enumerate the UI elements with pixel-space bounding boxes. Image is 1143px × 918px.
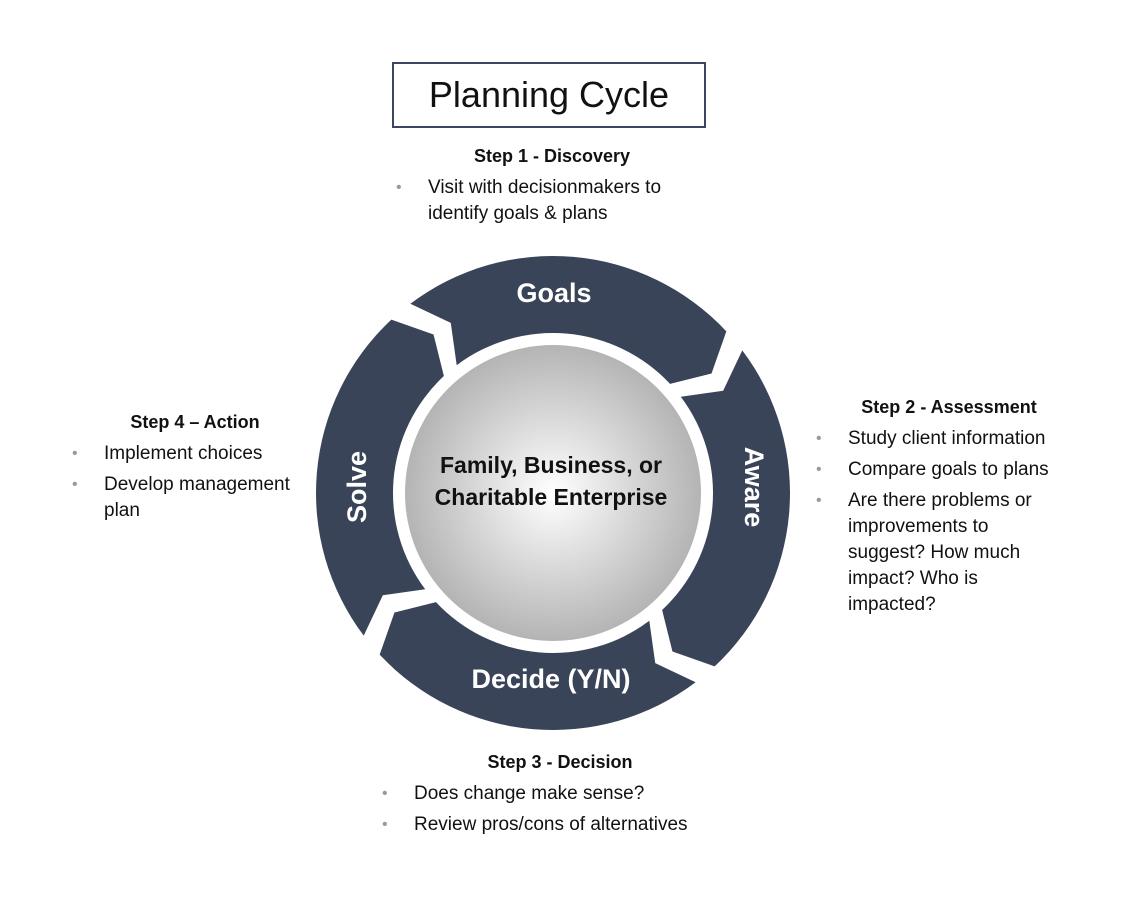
segment-solve [316,319,444,636]
step-bullets: Visit with decisionmakers to identify go… [392,175,712,227]
step-bullets: Does change make sense? Review pros/cons… [380,781,740,838]
bullet-item: Implement choices [70,441,320,467]
bullet-item: Review pros/cons of alternatives [380,812,740,838]
step-heading: Step 3 - Decision [487,752,633,772]
step-4-action: Step 4 – Action Implement choices Develo… [70,409,320,529]
step-heading: Step 2 - Assessment [861,397,1037,417]
step-bullets: Implement choices Develop management pla… [70,441,320,524]
diagram-title: Planning Cycle [392,62,706,128]
step-heading: Step 1 - Discovery [473,146,631,166]
segment-label-aware: Aware [739,447,769,528]
segment-label-solve: Solve [342,451,372,523]
step-heading: Step 4 – Action [130,412,260,432]
center-label-line2: Charitable Enterprise [435,484,668,510]
bullet-item: Study client information [814,426,1084,452]
segment-label-goals: Goals [516,278,591,308]
step-3-decision: Step 3 - Decision Does change make sense… [380,749,740,843]
center-circle [405,345,701,641]
step-1-discovery: Step 1 - Discovery Visit with decisionma… [392,143,712,232]
step-bullets: Study client information Compare goals t… [814,426,1084,618]
bullet-item: Does change make sense? [380,781,740,807]
bullet-item: Compare goals to plans [814,457,1084,483]
segment-label-decide: Decide (Y/N) [471,664,630,694]
segment-aware [662,350,790,667]
bullet-item: Develop management plan [70,472,314,524]
cycle-segments [316,256,790,730]
bullet-item: Visit with decisionmakers to identify go… [394,175,698,227]
bullet-item: Are there problems or improvements to su… [814,488,1048,618]
center-label-line1: Family, Business, or [440,452,662,478]
step-2-assessment: Step 2 - Assessment Study client informa… [814,394,1084,623]
segment-decide [379,602,696,730]
segment-goals [410,256,727,384]
